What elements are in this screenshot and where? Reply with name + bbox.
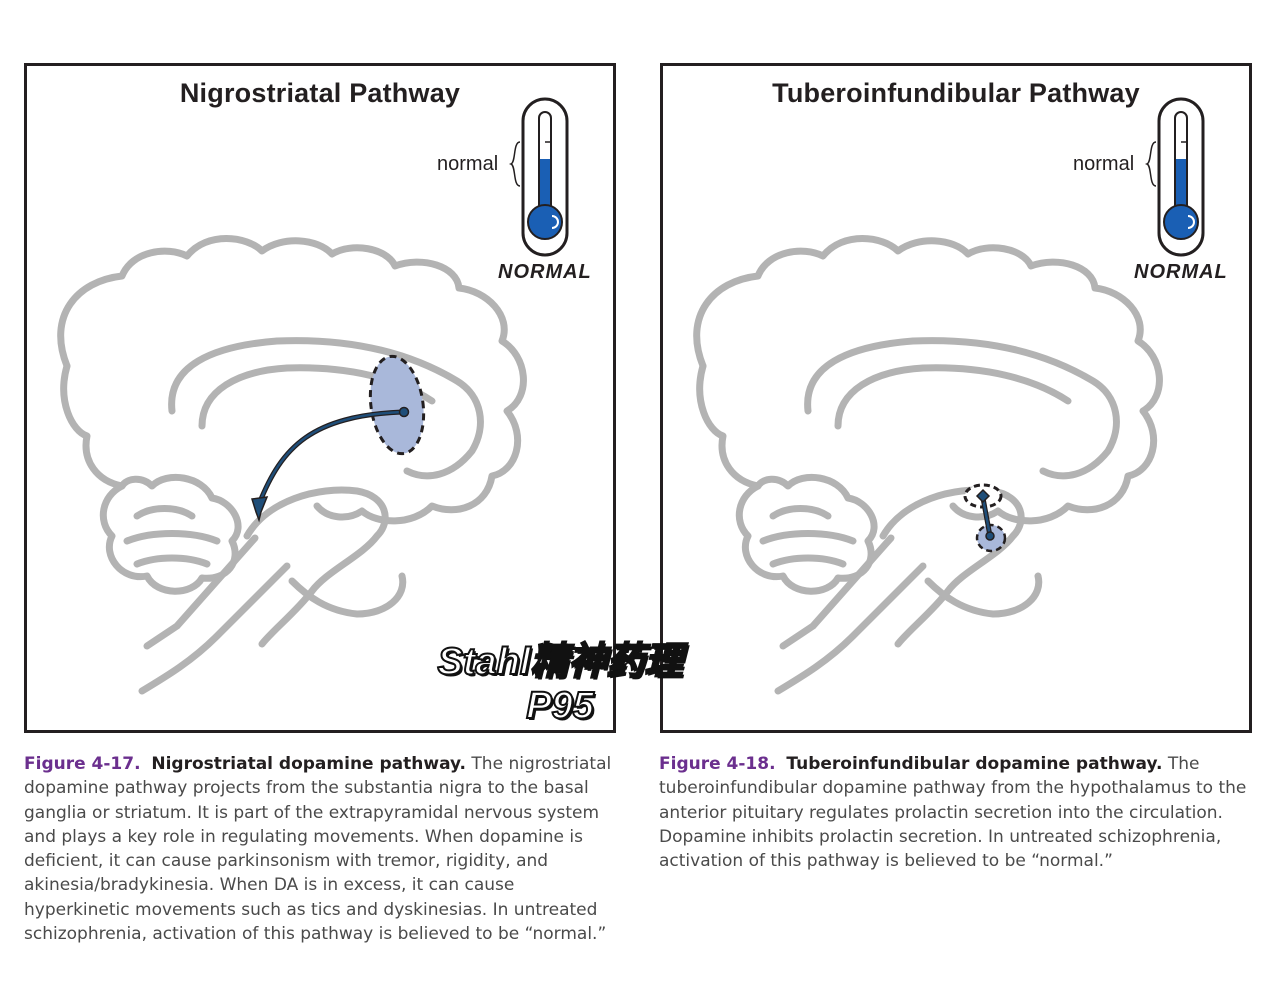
nigrostriatal-diagram [57, 97, 569, 695]
substantia-nigra-neuron [251, 496, 269, 523]
figure-title: Tuberoinfundibular dopamine pathway. [786, 754, 1163, 774]
figure-caption: Figure 4-17. Nigrostriatal dopamine path… [24, 752, 620, 946]
figure-description: The nigrostriatal dopamine pathway proje… [24, 754, 612, 945]
thermometer-icon [508, 97, 569, 257]
nigrostriatal-pathway [257, 410, 403, 505]
figure-description: The tuberoinfundibular dopamine pathway … [659, 754, 1247, 872]
striatum-region [368, 354, 426, 456]
normal-range-brace [508, 141, 521, 187]
tuberoinfundibular-pathway [981, 497, 992, 537]
thermometer-status: NORMAL [498, 261, 592, 283]
watermark: Stahl精神药理 P95 [400, 640, 720, 728]
watermark-line-1: Stahl精神药理 [437, 640, 684, 684]
figure-number: Figure 4-18. [659, 754, 776, 774]
thermometer-range-label: normal [437, 153, 499, 175]
brain-outline [57, 235, 527, 695]
axon-terminal [985, 531, 995, 541]
thermometer-icon [1144, 97, 1205, 257]
normal-range-brace [1144, 141, 1157, 187]
brain-outline [693, 235, 1163, 695]
watermark-line-2: P95 [525, 684, 595, 728]
hypothalamic-neuron [975, 488, 991, 504]
figure-number: Figure 4-17. [24, 754, 141, 774]
axon-terminal [398, 406, 410, 418]
figure-title: Nigrostriatal dopamine pathway. [151, 754, 467, 774]
tuberoinfundibular-panel: Tuberoinfundibular Pathway normal NORMAL [660, 63, 1252, 733]
nigrostriatal-panel: Nigrostriatal Pathway normal NORMAL [24, 63, 616, 733]
thermometer-range-label: normal [1073, 153, 1135, 175]
panel-title: Nigrostriatal Pathway [179, 78, 461, 108]
panel-title: Tuberoinfundibular Pathway [772, 78, 1140, 108]
tuberoinfundibular-diagram [693, 97, 1205, 695]
figure-caption: Figure 4-18. Tuberoinfundibular dopamine… [659, 752, 1255, 873]
thermometer-status: NORMAL [1134, 261, 1228, 283]
